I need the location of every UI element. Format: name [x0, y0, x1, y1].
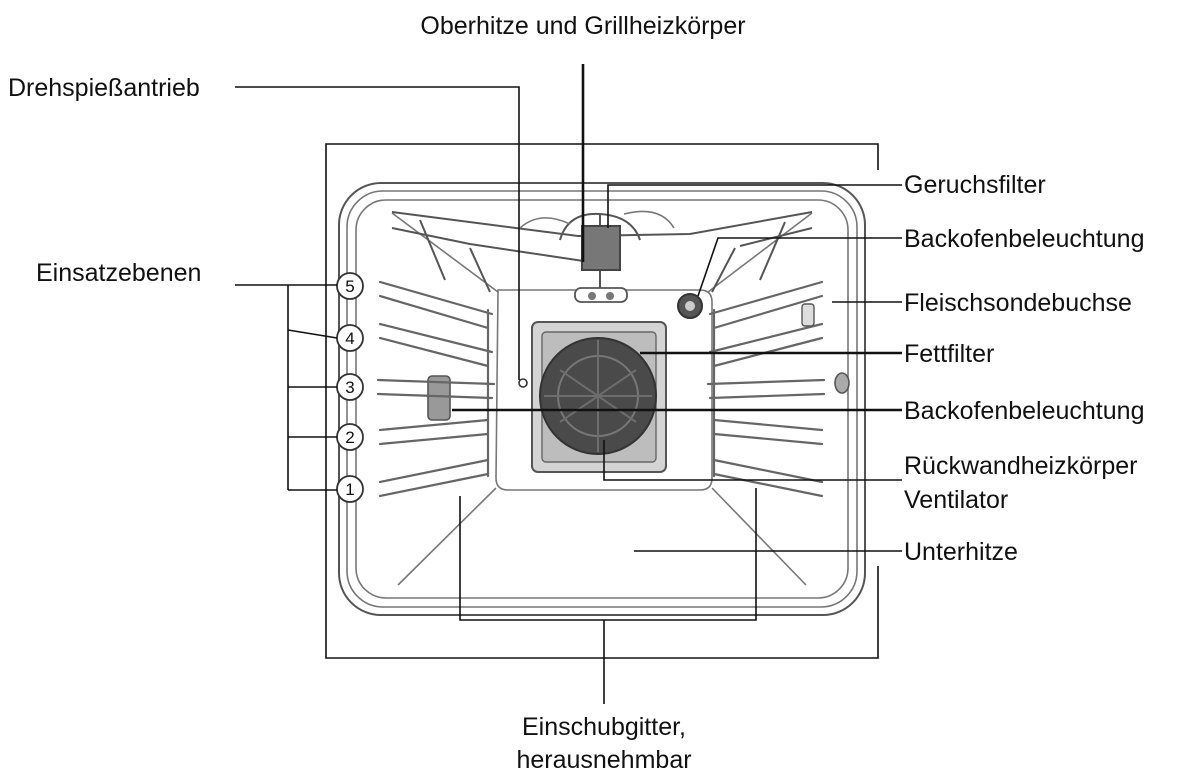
shelf-number: 2	[345, 428, 354, 447]
leader-shelf-levels	[235, 284, 338, 491]
oven-lamp-side	[427, 375, 451, 421]
shelf-number: 1	[345, 480, 354, 499]
label-top-heater: Oberhitze und Grillheizkörper	[420, 12, 745, 40]
label-oven-light-top: Backofenbeleuchtung	[904, 225, 1144, 253]
meat-probe-socket	[834, 372, 850, 394]
shelf-number: 3	[345, 378, 354, 397]
label-grease-filter: Fettfilter	[904, 340, 994, 368]
leader-oven-light-top	[697, 237, 902, 297]
rotisserie-drive-socket	[518, 378, 528, 388]
leader-rotisserie-drive	[235, 86, 520, 380]
top-heater-center-loops	[519, 210, 675, 229]
right-wall-slot	[801, 303, 815, 327]
shelf-level-1: 1	[336, 475, 364, 503]
top-heater-element	[391, 211, 813, 293]
label-side-racks-line1: Einschubgitter,	[522, 713, 686, 741]
shelf-level-5: 5	[336, 272, 364, 300]
label-bottom-heater: Unterhitze	[904, 538, 1018, 566]
label-oven-light-side: Backofenbeleuchtung	[904, 397, 1144, 425]
leader-side-racks	[459, 488, 757, 704]
label-rear-heater: Rückwandheizkörper	[904, 452, 1137, 480]
label-rotisserie-drive: Drehspießantrieb	[8, 74, 200, 102]
odour-filter-block	[581, 225, 621, 271]
left-side-rack	[376, 280, 496, 498]
top-connector-pin-left	[588, 292, 596, 300]
label-odour-filter: Geruchsfilter	[904, 171, 1046, 199]
oven-lamp-top-center	[685, 301, 695, 311]
grease-filter-pattern	[544, 340, 652, 452]
label-shelf-levels: Einsatzebenen	[36, 259, 201, 287]
leader-odour-filter	[607, 184, 902, 228]
cavity-perspective-lines	[391, 212, 813, 586]
outer-frame	[325, 143, 879, 659]
shelf-level-2: 2	[336, 423, 364, 451]
label-meat-probe-socket: Fleischsondebuchse	[904, 289, 1132, 317]
label-fan: Ventilator	[904, 486, 1008, 514]
shelf-level-4: 4	[336, 324, 364, 352]
shelf-level-3: 3	[336, 373, 364, 401]
cavity-outline-outer	[338, 182, 866, 616]
shelf-number: 4	[345, 329, 354, 348]
top-connector	[574, 287, 628, 303]
shelf-number: 5	[345, 277, 354, 296]
top-connector-pin-right	[606, 292, 614, 300]
leader-rear-heater-fan	[603, 440, 902, 481]
label-side-racks-line2: herausnehmbar	[516, 746, 691, 774]
